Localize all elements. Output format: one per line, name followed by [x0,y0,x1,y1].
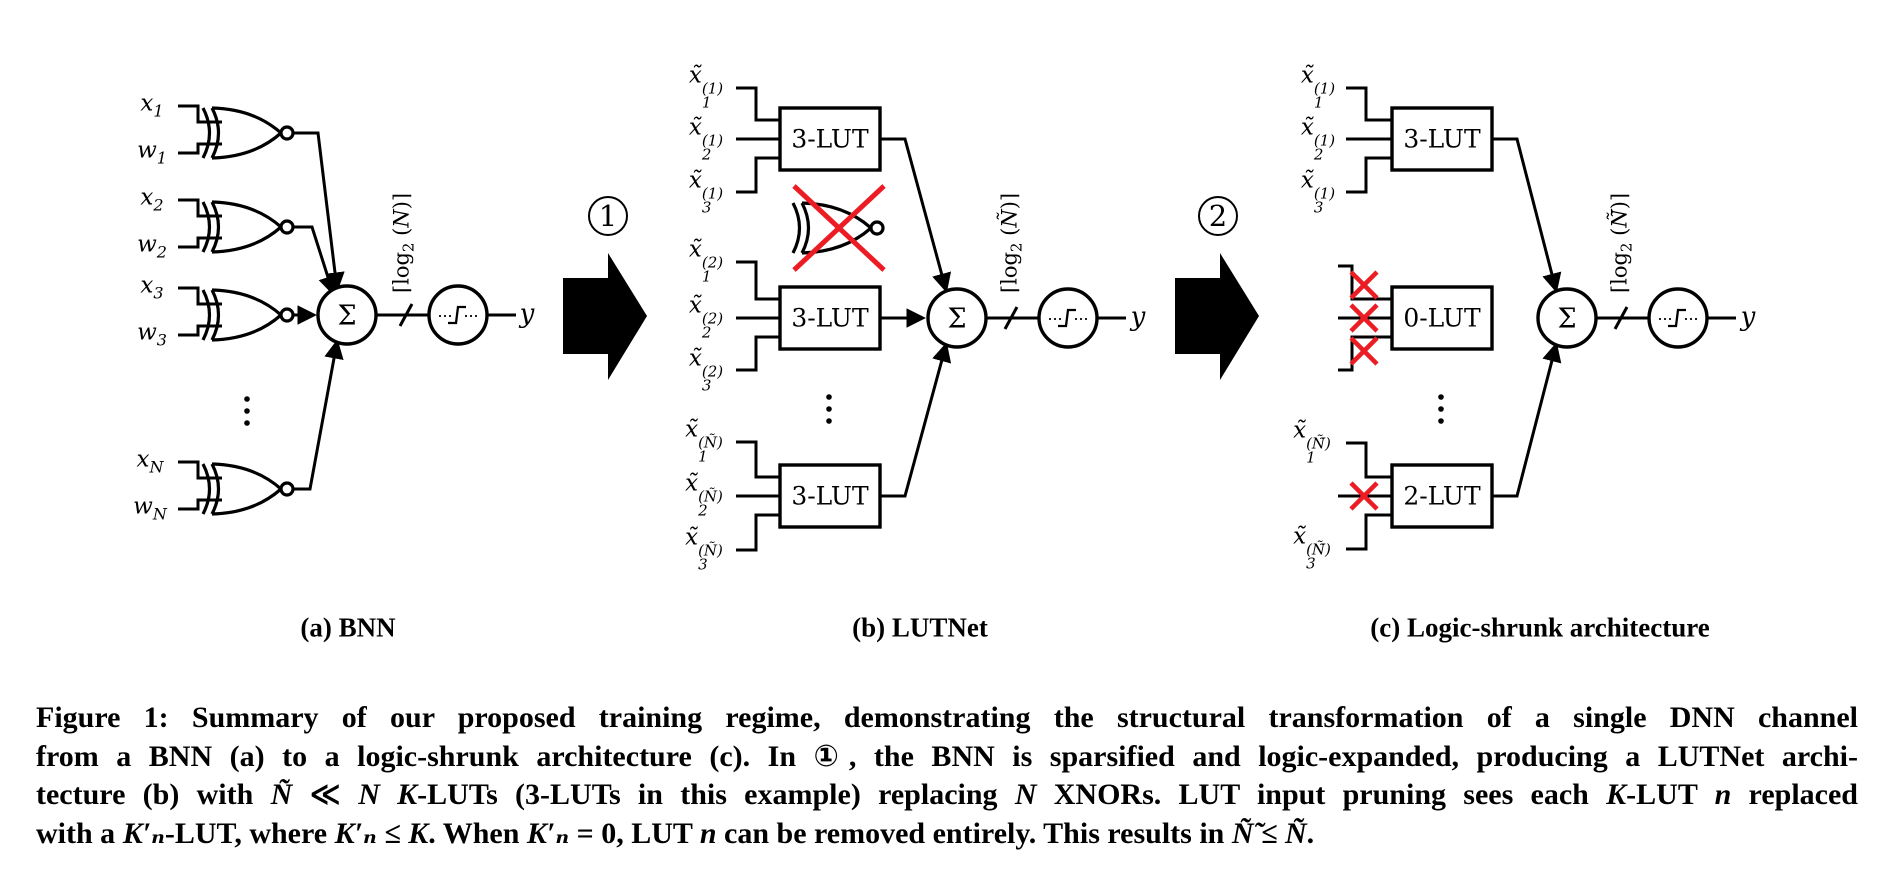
input-label-w3: w3 [137,319,167,350]
figure-caption: Figure 1: Summary of our proposed traini… [36,699,1858,853]
transform-arrow-1 [563,253,647,380]
wire [178,198,222,249]
output-label-y: y [1740,302,1756,332]
sign-activation-icon [439,305,477,325]
sum-node [1536,287,1598,349]
lut-box-label: 0-LUT [1403,303,1481,333]
sum-symbol: Σ [947,303,967,335]
caption-line-4: with a K′ₙ-LUT, where K′ₙ ≤ K. When K′ₙ … [36,816,1315,850]
ellipsis-dots [244,396,250,426]
sum-symbol: Σ [1557,303,1577,335]
wire [1492,342,1562,498]
wire [1492,137,1562,293]
lut-box-label: 3-LUT [791,481,869,511]
sign-activation-icon [1659,308,1697,328]
lut-box-label: 3-LUT [1403,124,1481,154]
input-label-wN: wN [133,493,167,524]
lut-box-label: 3-LUT [791,303,869,333]
output-label-y: y [1130,302,1146,332]
lut-box [778,285,882,351]
bus-width-label-a: ⌈log2 (N)⌉ [389,192,418,294]
sum-symbol: Σ [337,300,357,332]
input-label-x3: x3 [140,272,164,303]
bus-slash [1613,306,1629,330]
wire [293,339,344,491]
subcaption-b: (b) LUTNet [852,612,988,643]
input-label-xN: xN [136,446,164,477]
wire [178,286,222,337]
step-1-badge: 1 [588,196,628,236]
wire [293,131,345,292]
input-label-x2-1: x̃(1)2 [688,114,724,164]
wire [736,86,780,194]
step-2-badge: 2 [1198,196,1238,236]
panel-lutnet [736,86,1126,552]
input-label-x1-2: x̃(2)1 [688,236,724,286]
xnor-gate [201,106,295,160]
lut-box [1390,285,1494,351]
input-label-w1: w1 [137,137,167,168]
input-label-x2-1: x̃(1)2 [1300,114,1336,164]
input-label-x3-2: x̃(2)3 [688,345,724,395]
wire [178,104,222,155]
input-label-x3-1: x̃(1)3 [1300,167,1336,217]
xnor-gate [201,200,295,254]
bus-width-label-c: ⌈log2 (Ñ̃)⌉ [1607,192,1636,294]
caption-line-3: tecture (b) with Ñ ≪ N K-LUTs (3-LUTs in… [36,778,1858,811]
subcaption-c: (c) Logic-shrunk architecture [1370,612,1710,643]
lut-box-label: 3-LUT [791,124,869,154]
input-label-x1-1: x̃(1)1 [1300,62,1336,112]
lut-box [1390,463,1494,529]
wire [178,460,222,511]
lut-box [778,106,882,172]
input-label-x3-NN: x̃(Ñ̃)3 [1293,523,1331,573]
input-label-x2: x2 [140,184,164,215]
bus-slash [1003,306,1019,330]
panel-bnn [178,104,516,516]
wire [880,342,952,498]
figure-line-art [178,86,1736,552]
ellipsis-dots [1438,394,1444,424]
bus-slash [398,303,414,327]
subcaption-a: (a) BNN [300,612,396,643]
caption-line-2: from a BNN (a) to a logic-shrunk archite… [36,739,1858,773]
output-label-y: y [519,299,535,329]
wire [880,137,952,293]
ellipsis-dots [826,394,832,424]
panel-logic-shrunk [1338,86,1736,551]
red-cross-icon [792,184,886,272]
sign-activation-icon [1049,308,1087,328]
bus-width-label-b: ⌈log2 (Ñ)⌉ [997,192,1026,294]
input-label-x3-N: x̃(Ñ)3 [685,524,723,574]
wire [736,440,780,552]
lut-box-label: 2-LUT [1403,481,1481,511]
input-label-x1-1: x̃(1)1 [688,62,724,112]
input-label-w2: w2 [137,231,167,262]
caption-line-1: Figure 1: Summary of our proposed traini… [36,701,1858,734]
input-label-x1: x1 [140,90,164,121]
input-label-x2-N: x̃(Ñ)2 [685,470,723,520]
wire [736,260,780,372]
input-label-x1-NN: x̃(Ñ̃)1 [1293,417,1331,467]
xnor-gate [201,462,295,516]
transform-arrow-2 [1175,253,1259,380]
xnor-gate [201,288,295,342]
input-label-x1-N: x̃(Ñ)1 [685,416,723,466]
input-label-x3-1: x̃(1)3 [688,167,724,217]
pruned-input-x-icon [1349,270,1379,511]
sum-node [926,287,988,349]
wire [1346,86,1392,194]
sum-node [316,284,378,346]
input-label-x2-2: x̃(2)2 [688,292,724,342]
wire [293,225,338,296]
lut-box [778,463,882,529]
lut-box [1390,106,1494,172]
